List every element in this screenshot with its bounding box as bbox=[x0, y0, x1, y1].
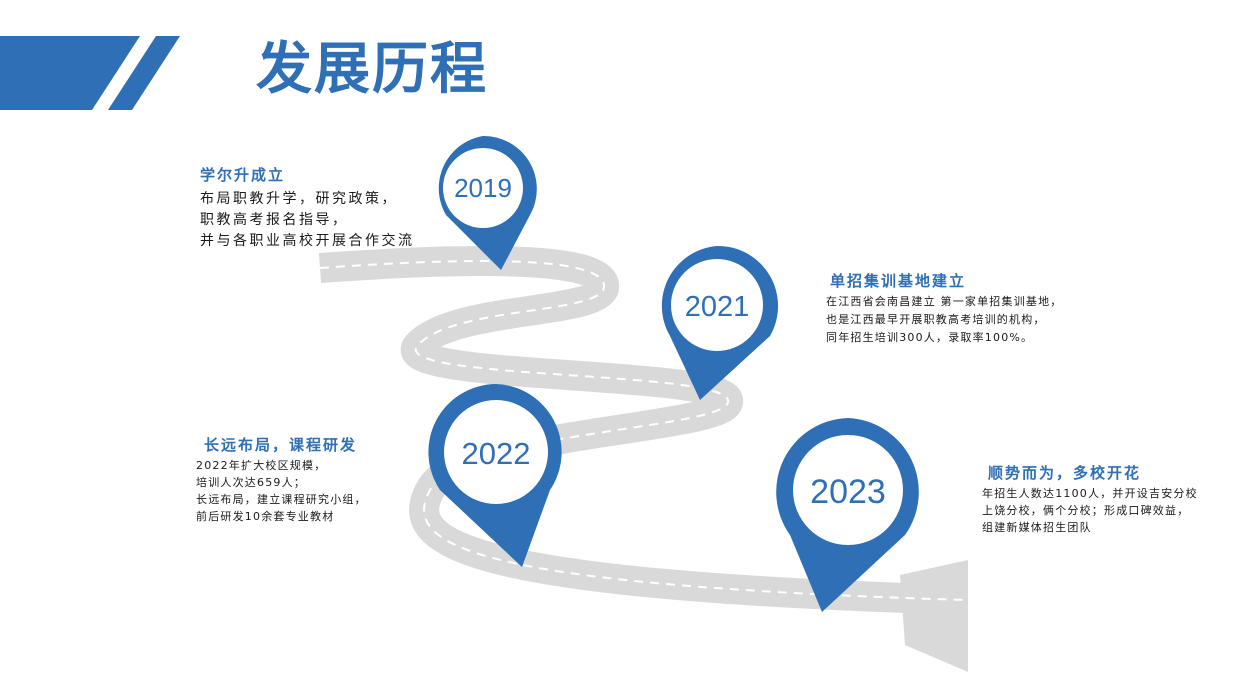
page-title: 发展历程 bbox=[256, 37, 488, 102]
pin-2021: 2021 bbox=[661, 245, 779, 400]
milestone-line: 同年招生培训300人，录取率100%。 bbox=[826, 331, 1034, 344]
milestone-line: 上饶分校，俩个分校；形成口碑效益， bbox=[982, 504, 1190, 517]
milestone-line: 也是江西最早开展职教高考培训的机构， bbox=[826, 313, 1046, 326]
milestone-line: 年招生人数达1100人，并开设吉安分校 bbox=[982, 487, 1198, 500]
pin-year-label: 2021 bbox=[685, 291, 750, 323]
milestone-line: 长远布局，建立课程研究小组， bbox=[196, 493, 367, 506]
milestone-line: 组建新媒体招生团队 bbox=[982, 521, 1092, 534]
milestone-line: 并与各职业高校开展合作交流 bbox=[200, 233, 415, 249]
pin-2023: 2023 bbox=[776, 418, 919, 612]
road-end-fill bbox=[900, 560, 968, 672]
milestone-line: 2022年扩大校区规模， bbox=[196, 459, 327, 472]
milestone-heading: 长远布局，课程研发 bbox=[204, 436, 358, 454]
pin-year-label: 2019 bbox=[454, 173, 512, 203]
milestone-2022-text: 长远布局，课程研发 2022年扩大校区规模， 培训人次达659人； 长远布局，建… bbox=[196, 434, 367, 525]
pin-year-label: 2023 bbox=[810, 473, 886, 511]
pin-year-label: 2022 bbox=[462, 436, 531, 471]
milestone-2021-text: 单招集训基地建立 在江西省会南昌建立 第一家单招集训基地， 也是江西最早开展职教… bbox=[826, 270, 1063, 347]
pin-2019: 2019 bbox=[438, 135, 537, 270]
milestone-line: 职教高考报名指导， bbox=[200, 212, 349, 228]
milestone-line: 培训人次达659人； bbox=[196, 476, 306, 489]
road-center-line bbox=[319, 260, 966, 601]
milestone-line: 前后研发10余套专业教材 bbox=[196, 510, 335, 523]
milestone-line: 布局职教升学，研究政策， bbox=[200, 191, 398, 207]
pin-2022: 2022 bbox=[428, 384, 562, 567]
milestone-line: 在江西省会南昌建立 第一家单招集训基地， bbox=[826, 295, 1063, 308]
milestone-2023-text: 顺势而为，多校开花 年招生人数达1100人，并开设吉安分校 上饶分校，俩个分校；… bbox=[982, 462, 1198, 536]
milestone-heading: 学尔升成立 bbox=[200, 166, 286, 184]
milestone-2019-text: 学尔升成立 布局职教升学，研究政策， 职教高考报名指导， 并与各职业高校开展合作… bbox=[200, 164, 415, 252]
milestone-heading: 顺势而为，多校开花 bbox=[988, 464, 1142, 482]
milestone-heading: 单招集训基地建立 bbox=[830, 272, 967, 290]
